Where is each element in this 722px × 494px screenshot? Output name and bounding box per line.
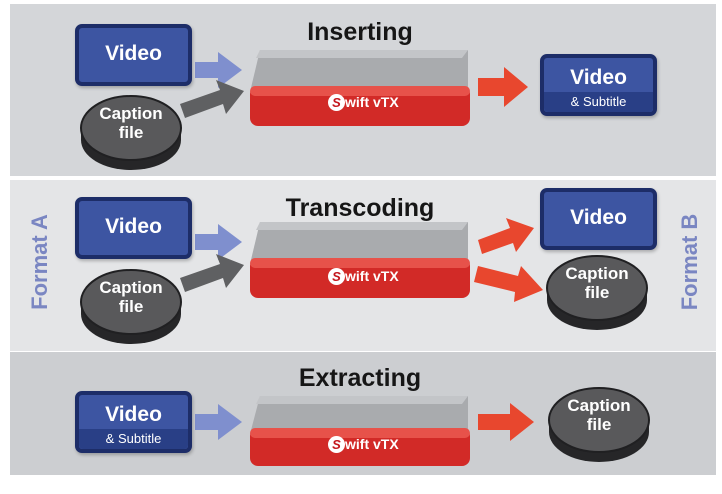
video-input-arrow [195,52,242,88]
video-subtitle-box: Video & Subtitle [75,391,192,453]
logo-text: wift vTX [345,436,399,452]
video-box: Video [75,24,192,86]
subtitle-band [544,92,653,112]
output-arrow [478,403,534,441]
video-label: Video [570,66,627,89]
subtitle-label: & Subtitle [105,431,162,446]
output-arrow [478,67,528,107]
section-title: Transcoding [285,194,435,222]
caption-input-arrow [180,254,244,292]
video-label: Video [105,403,162,426]
section-title: Inserting [307,18,413,46]
flow-arrows [180,52,543,441]
swift-logo-icon: S [328,94,345,111]
disc-icon [80,269,182,344]
format-b-label: Format B [677,213,702,311]
logo-text: wift vTX [345,268,399,284]
video-label: Video [570,206,627,229]
subtitle-band [79,429,188,449]
video-box: Video [75,197,192,259]
output-arrow-lower [474,266,543,302]
disc-icon [546,255,648,330]
caption-input-arrow [180,80,244,118]
device-shape [250,50,470,126]
device-shape [250,396,470,466]
logo-text: wift vTX [345,94,399,110]
disc-icon [80,95,182,170]
output-arrow-upper [478,218,534,254]
device-shape [250,222,470,298]
video-input-arrow [195,224,242,260]
video-input-arrow [195,404,242,440]
video-box: Video [540,188,657,250]
section-title: Extracting [298,364,422,392]
video-label: Video [105,42,162,65]
video-label: Video [105,215,162,238]
swift-logo-icon: S [328,436,345,453]
swift-logo-icon: S [328,268,345,285]
subtitle-label: & Subtitle [570,94,627,109]
disc-icon [548,387,650,462]
format-a-label: Format A [27,214,52,310]
video-subtitle-box: Video & Subtitle [540,54,657,116]
